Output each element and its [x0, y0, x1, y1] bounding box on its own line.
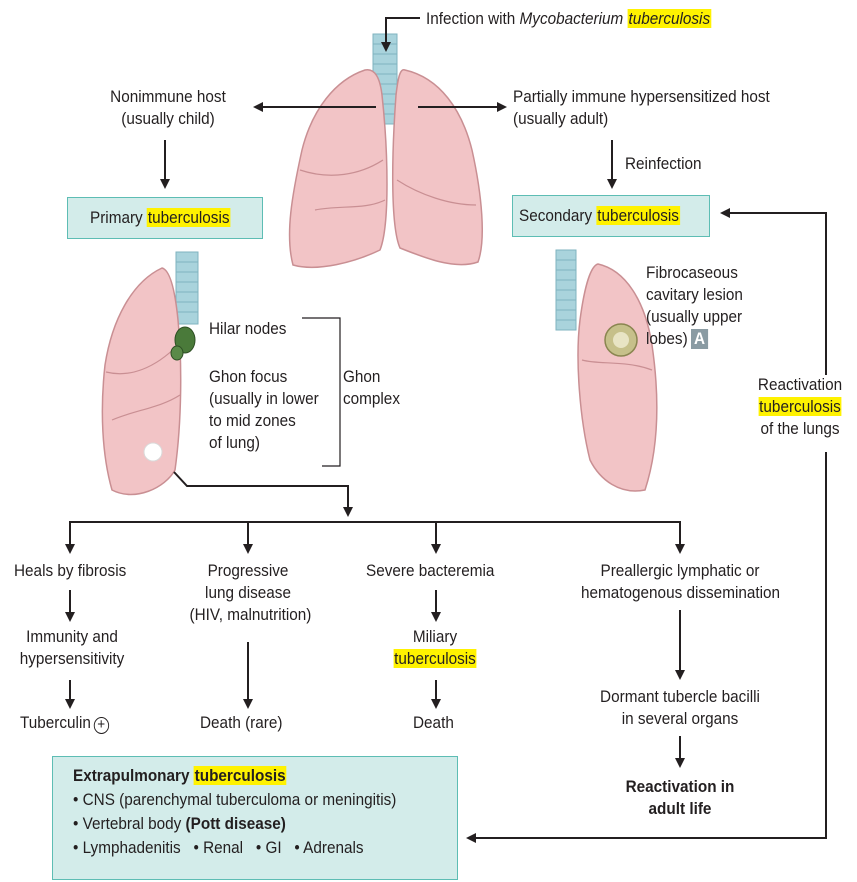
partially-immune-host-label: Partially immune hypersensitized host (u…: [513, 86, 770, 130]
primary-tuberculosis-box: Primary tuberculosis: [67, 197, 263, 239]
extrapulmonary-item-cns: • CNS (parenchymal tuberculoma or mening…: [73, 789, 396, 811]
reactivation-lungs-label: Reactivation tuberculosis of the lungs: [751, 374, 848, 440]
fibrocaseous-lesion-label: Fibrocaseous cavitary lesion (usually up…: [646, 262, 743, 350]
extrapulmonary-tuberculosis-box: Extrapulmonary tuberculosis • CNS (paren…: [52, 756, 458, 880]
dormant-bacilli-label: Dormant tubercle bacilli in several orga…: [590, 686, 770, 730]
central-lungs-illustration: [290, 34, 483, 267]
heals-by-fibrosis-label: Heals by fibrosis: [14, 560, 126, 582]
extrapulmonary-title: Extrapulmonary tuberculosis: [73, 765, 287, 787]
progressive-lung-disease-label: Progressive lung disease (HIV, malnutrit…: [190, 560, 307, 626]
preallergic-dissemination-label: Preallergic lymphatic or hematogenous di…: [581, 560, 779, 604]
reinfection-label: Reinfection: [625, 153, 702, 175]
extrapulmonary-item-vertebral: • Vertebral body (Pott disease): [73, 813, 286, 835]
severe-bacteremia-label: Severe bacteremia: [366, 560, 494, 582]
infection-label: Infection with Mycobacterium tuberculosi…: [426, 8, 711, 30]
hilar-nodes-label: Hilar nodes: [209, 318, 286, 340]
primary-lung-illustration: [102, 252, 198, 494]
positive-circle-icon: +: [94, 717, 109, 734]
death-label: Death: [413, 712, 454, 734]
ghon-complex-label: Ghon complex: [343, 366, 400, 410]
figure-tag-a: A: [691, 329, 707, 349]
miliary-tuberculosis-label: Miliary tuberculosis: [390, 626, 480, 670]
tuberculin-label: Tuberculin+: [20, 712, 109, 734]
ghon-focus-label: Ghon focus (usually in lower to mid zone…: [209, 366, 319, 454]
death-rare-label: Death (rare): [200, 712, 282, 734]
nonimmune-host-label: Nonimmune host (usually child): [96, 86, 240, 130]
secondary-lung-illustration: [556, 250, 657, 491]
extrapulmonary-item-others: • Lymphadenitis • Renal • GI • Adrenals: [73, 837, 364, 859]
immunity-label: Immunity and hypersensitivity: [11, 626, 133, 670]
reactivation-adult-label: Reactivation in adult life: [608, 776, 752, 820]
secondary-tuberculosis-box: Secondary tuberculosis: [512, 195, 710, 237]
